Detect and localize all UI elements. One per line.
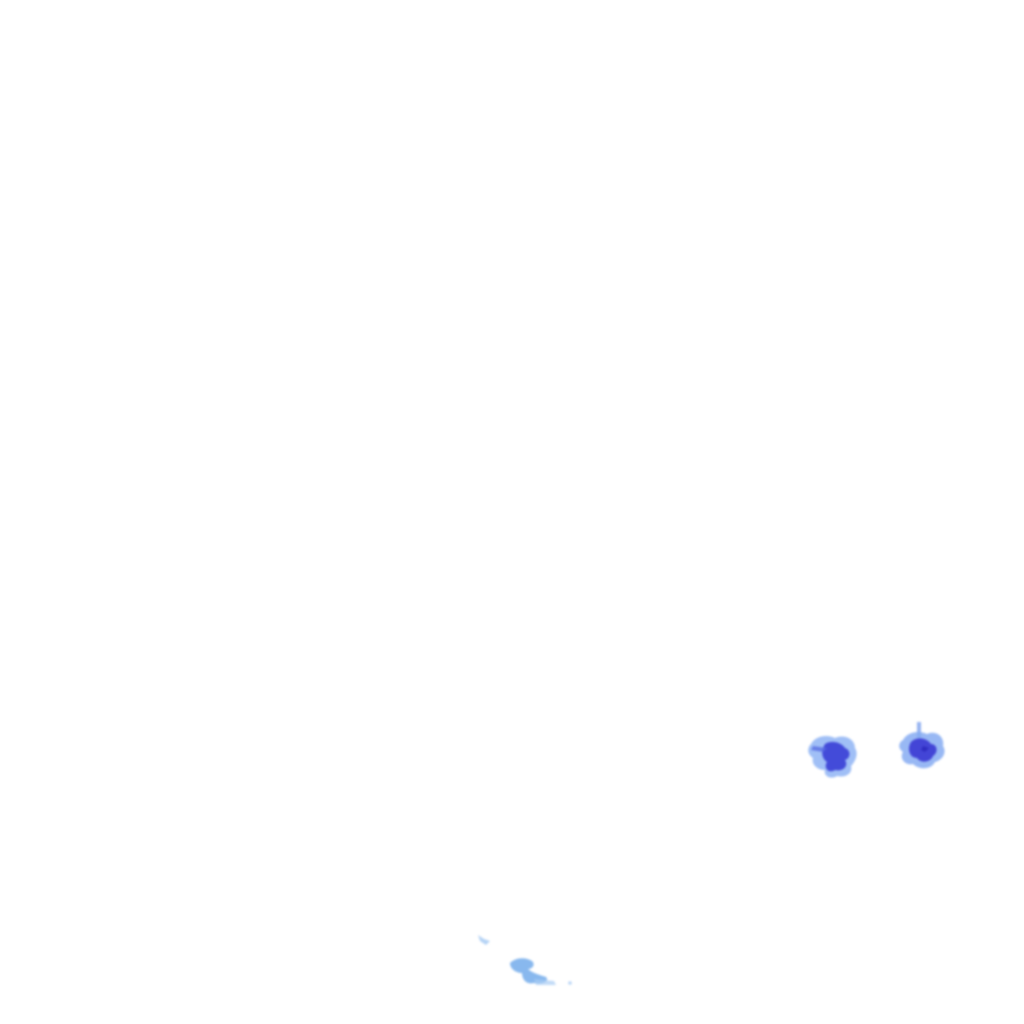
blot-left-streak	[811, 746, 827, 752]
blue-blot-left	[808, 736, 857, 778]
smear-speck-top	[478, 935, 490, 945]
smear-dot	[568, 981, 572, 985]
blue-blot-right	[899, 722, 945, 769]
smear-main	[510, 958, 548, 984]
smear-tail	[534, 979, 556, 985]
light-blue-smear-bottom	[478, 935, 572, 985]
blot-right-fleck	[921, 746, 929, 752]
blot-left-core	[822, 741, 850, 772]
